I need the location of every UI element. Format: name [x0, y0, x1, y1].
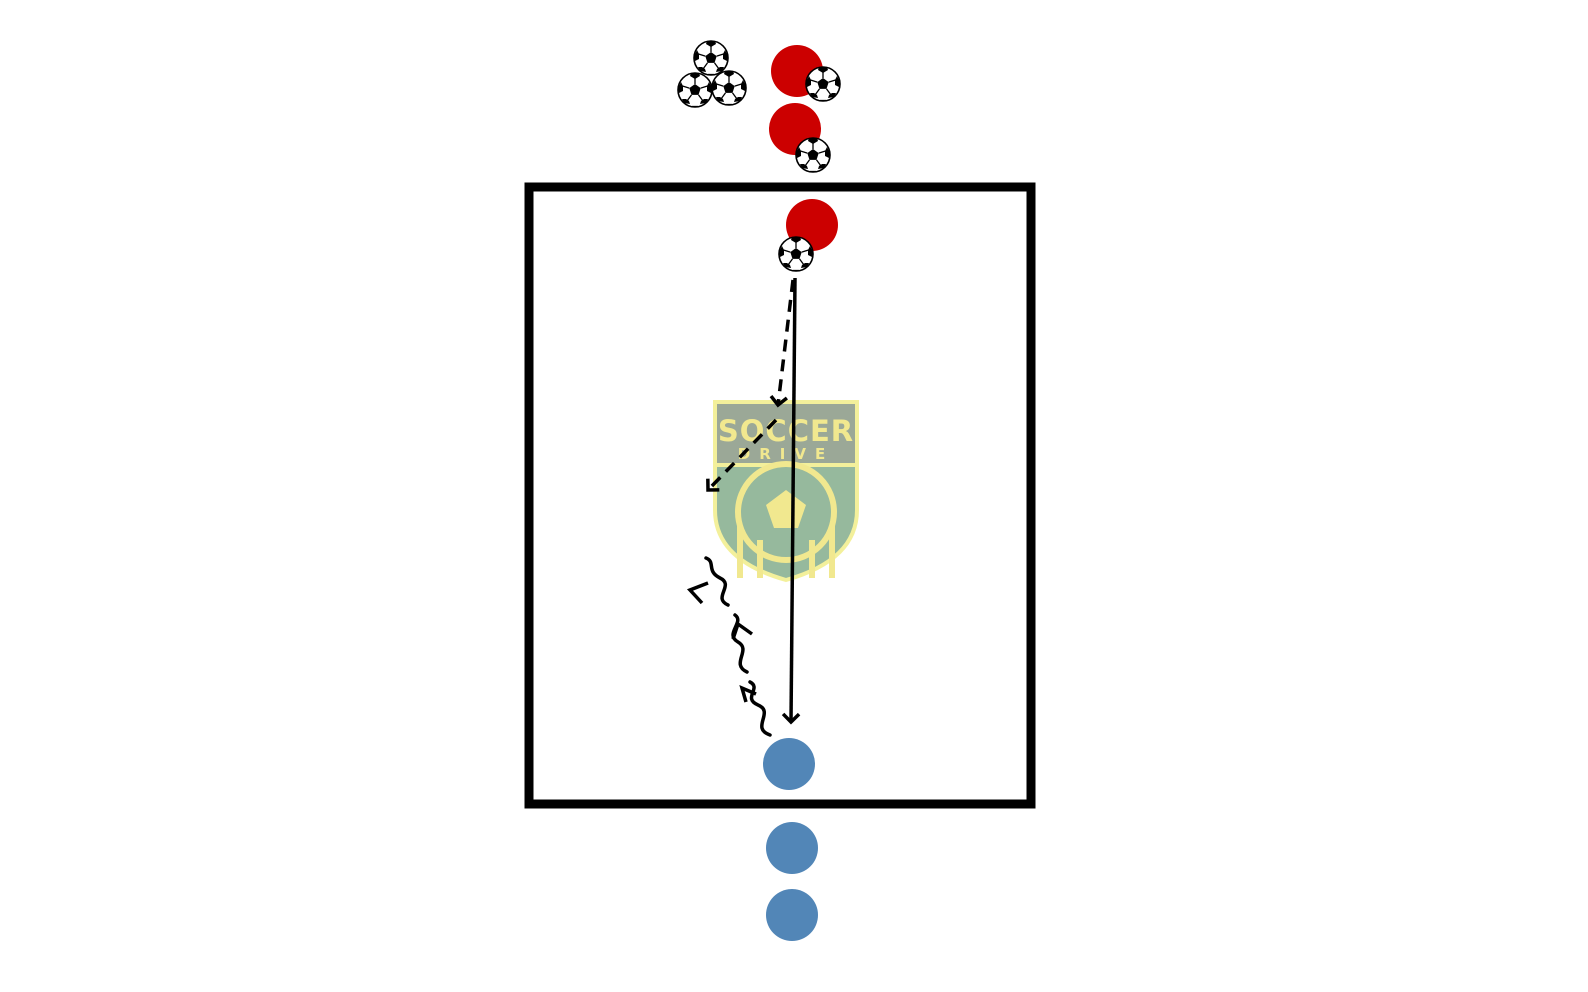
- run-arrow-2: [706, 418, 778, 492]
- soccer-ball-icon: [677, 72, 713, 108]
- logo-ball-icon: [735, 461, 837, 578]
- logo-text-drive: DRIVE: [738, 445, 834, 463]
- defender-player: [763, 738, 815, 790]
- soccer-ball-icon: [805, 66, 841, 102]
- defender-player: [766, 889, 818, 941]
- soccer-ball-icon: [778, 236, 814, 272]
- soccer-ball-icon: [795, 137, 831, 173]
- run-arrow-1: [769, 279, 795, 408]
- soccer-drive-logo: SOCCER DRIVE: [713, 400, 859, 583]
- pass-arrow: [781, 277, 801, 725]
- soccer-ball-icon: [693, 40, 729, 76]
- dribble-arrow: [704, 556, 772, 737]
- logo-text-soccer: SOCCER: [718, 414, 854, 448]
- field-boundary: [524, 182, 1036, 809]
- dribble-arrowhead-3: [686, 581, 709, 605]
- soccer-ball-icon: [711, 70, 747, 106]
- dribble-arrowhead-2: [731, 621, 754, 640]
- defender-group: [763, 738, 818, 941]
- dribble-arrowhead-1: [739, 684, 757, 703]
- defender-player: [766, 822, 818, 874]
